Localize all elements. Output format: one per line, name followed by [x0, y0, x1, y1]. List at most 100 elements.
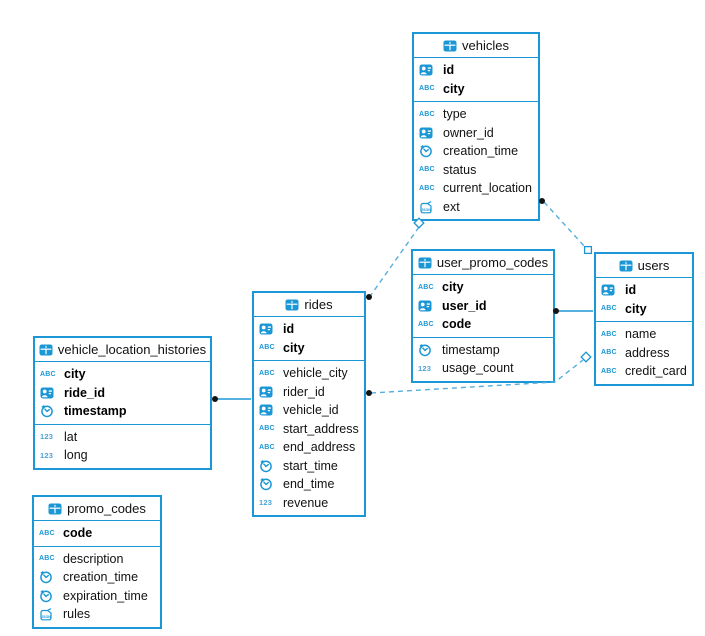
field-row: start_time — [254, 457, 364, 476]
svg-text:JSON: JSON — [41, 615, 51, 619]
field-label: rules — [63, 607, 91, 622]
field-label: timestamp — [64, 404, 127, 419]
field-label: city — [442, 280, 464, 295]
id-badge-icon — [601, 284, 620, 296]
number-icon: 123 — [40, 432, 54, 442]
cardinality-dot-marker — [366, 294, 372, 300]
field-row: 123 lat — [35, 428, 210, 447]
field-label: rider_id — [283, 384, 325, 399]
abc-icon: ABC — [259, 369, 275, 377]
table-icon — [619, 260, 633, 272]
field-row: user_id — [413, 297, 553, 316]
relationship-line-vehicles-to-users — [543, 201, 586, 248]
table-header[interactable]: rides — [254, 293, 364, 317]
field-label: city — [64, 367, 86, 382]
table-header[interactable]: user_promo_codes — [413, 251, 553, 275]
field-row: ABC code — [34, 524, 160, 543]
table-icon — [418, 257, 432, 269]
abc-icon: ABC — [419, 166, 435, 174]
key-fields-section: ABC code — [34, 521, 160, 547]
id-badge-icon — [418, 300, 437, 312]
field-label: code — [63, 526, 93, 541]
abc-icon: ABC — [418, 283, 434, 291]
table-header[interactable]: vehicle_location_histories — [35, 338, 210, 362]
id-badge-icon — [259, 386, 278, 398]
field-label: current_location — [443, 181, 532, 196]
cardinality-diamond-marker — [580, 351, 592, 363]
field-label: lat — [64, 429, 78, 444]
field-label: expiration_time — [63, 588, 148, 603]
abc-icon: ABC — [259, 443, 275, 451]
table-icon — [39, 344, 53, 356]
field-row: timestamp — [35, 402, 210, 421]
table-header[interactable]: users — [596, 254, 692, 278]
field-row: ABC status — [414, 161, 538, 180]
field-label: description — [63, 551, 124, 566]
table-title: rides — [304, 297, 333, 312]
field-label: end_time — [283, 477, 335, 492]
field-row: timestamp — [413, 341, 553, 360]
clock-icon — [39, 589, 58, 603]
field-label: city — [625, 301, 647, 316]
field-label: ride_id — [64, 385, 105, 400]
number-icon: 123 — [418, 363, 432, 373]
abc-icon: ABC — [419, 85, 435, 93]
table-title: user_promo_codes — [436, 255, 549, 270]
field-row: ABC city — [596, 300, 692, 319]
field-label: address — [625, 345, 670, 360]
id-badge-icon — [419, 64, 438, 76]
cardinality-dot-marker — [366, 390, 372, 396]
field-label: id — [283, 322, 295, 337]
table-header[interactable]: vehicles — [414, 34, 538, 58]
field-label: status — [443, 162, 477, 177]
field-label: creation_time — [443, 144, 519, 159]
field-label: creation_time — [63, 570, 139, 585]
abc-icon: ABC — [259, 344, 275, 352]
abc-icon: ABC — [601, 330, 617, 338]
field-label: ext — [443, 199, 460, 214]
clock-icon — [39, 570, 58, 584]
field-label: city — [283, 340, 305, 355]
abc-icon: ABC — [39, 529, 55, 537]
table-title: vehicle_location_histories — [57, 342, 207, 357]
table-header[interactable]: promo_codes — [34, 497, 160, 521]
number-icon: 123 — [259, 498, 273, 508]
field-row: ABC code — [413, 315, 553, 334]
table-title: users — [637, 258, 670, 273]
table-icon — [48, 503, 62, 515]
abc-icon: ABC — [419, 184, 435, 192]
json-icon: JSON — [39, 607, 58, 621]
field-label: code — [442, 317, 472, 332]
id-badge-icon — [259, 404, 278, 416]
abc-icon: ABC — [418, 320, 434, 328]
abc-icon: ABC — [601, 305, 617, 313]
id-badge-icon — [259, 323, 278, 335]
field-row: ABC city — [254, 339, 364, 358]
table-icon — [443, 40, 457, 52]
field-row: creation_time — [414, 142, 538, 161]
field-label: start_address — [283, 421, 359, 436]
